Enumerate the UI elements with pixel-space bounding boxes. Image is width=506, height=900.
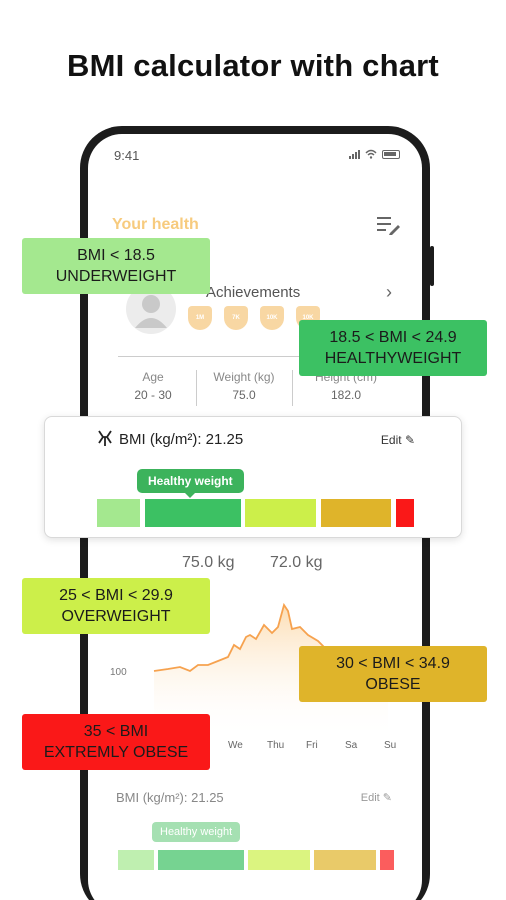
bmi-value: 21.25 — [205, 431, 244, 448]
badge-icon: 7K — [224, 306, 248, 330]
start-weight: 75.0 kg — [182, 554, 235, 571]
bmi-summary-repeat: BMI (kg/m²): 21.25 — [116, 790, 224, 805]
bmi-value-label: BMI (kg/m²): 21.25 — [119, 431, 244, 448]
divider — [196, 370, 197, 406]
scale-icon — [98, 430, 112, 446]
bmi-segment-overweight — [248, 850, 310, 870]
bmi-card[interactable]: BMI (kg/m²): 21.25 Edit ✎ Healthy weight — [44, 416, 462, 538]
y-tick-label: 100 — [110, 667, 127, 678]
achievements-label[interactable]: Achievements — [206, 284, 301, 301]
x-axis-days: We Thu Fri Sa Su — [228, 740, 422, 751]
goal-weight: 72.0 kg — [270, 554, 323, 571]
x-tick-label: Sa — [345, 740, 358, 751]
bmi-segment-underweight — [97, 499, 140, 527]
divider — [118, 356, 408, 357]
bmi-segment-obese — [314, 850, 376, 870]
x-tick-label: We — [228, 740, 243, 751]
divider — [292, 370, 293, 406]
edit-bmi-button[interactable]: Edit ✎ — [380, 433, 415, 447]
bmi-segment-overweight — [245, 499, 316, 527]
stat-weight: Weight (kg)75.0 — [213, 370, 275, 402]
category-tag: Healthy weight — [152, 822, 241, 842]
page-title: Your health — [112, 216, 199, 233]
bmi-segment-obese — [321, 499, 391, 527]
bmi-segment-healthy — [145, 499, 241, 527]
battery-icon — [382, 150, 400, 159]
status-icons — [349, 149, 400, 159]
bmi-segment-extremely-obese — [396, 499, 414, 527]
x-tick-label: Fri — [306, 740, 318, 751]
bmi-segment-healthy — [158, 850, 244, 870]
badge-icon: 1M — [188, 306, 212, 330]
edit-bmi-link[interactable]: Edit ✎ — [360, 792, 392, 804]
x-tick-label: Thu — [267, 740, 285, 751]
signal-icon — [349, 150, 360, 159]
status-bar: 9:41 — [88, 134, 422, 174]
chart-area — [154, 605, 388, 739]
wifi-icon — [365, 149, 377, 159]
headline: BMI calculator with chart — [67, 48, 439, 83]
chevron-right-icon[interactable]: › — [386, 282, 392, 302]
bmi-segment-extremely-obese — [380, 850, 394, 870]
edit-list-icon[interactable] — [376, 214, 402, 236]
phone-side-button — [430, 246, 434, 286]
x-tick-label: Su — [384, 740, 397, 751]
bmi-segment-underweight — [118, 850, 154, 870]
category-tag: Healthy weight — [137, 469, 244, 498]
badge-icon: 10K — [260, 306, 284, 330]
status-time: 9:41 — [114, 148, 140, 163]
achievement-badges: 1M 7K 10K 10K — [188, 306, 320, 330]
